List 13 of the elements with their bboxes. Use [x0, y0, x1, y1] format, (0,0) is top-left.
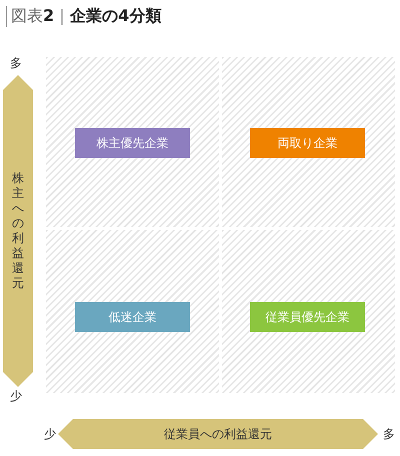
- category-box: 低迷企業: [75, 302, 190, 332]
- axis-end-label: 少: [44, 426, 56, 443]
- axis-label: 従業員への利益還元: [164, 426, 272, 442]
- axis-label: 株主への利益還元: [12, 171, 24, 291]
- category-box: 株主優先企業: [75, 128, 190, 158]
- category-box: 従業員優先企業: [250, 302, 365, 332]
- axis-end-label: 多: [10, 55, 22, 72]
- diagram-title: 図表2｜企業の4分類: [6, 6, 162, 27]
- axis-end-label: 少: [10, 388, 22, 405]
- axis-end-label: 多: [383, 426, 395, 443]
- category-box: 両取り企業: [250, 128, 365, 158]
- axis-arrow: [3, 75, 33, 387]
- axis-arrow: [58, 419, 378, 449]
